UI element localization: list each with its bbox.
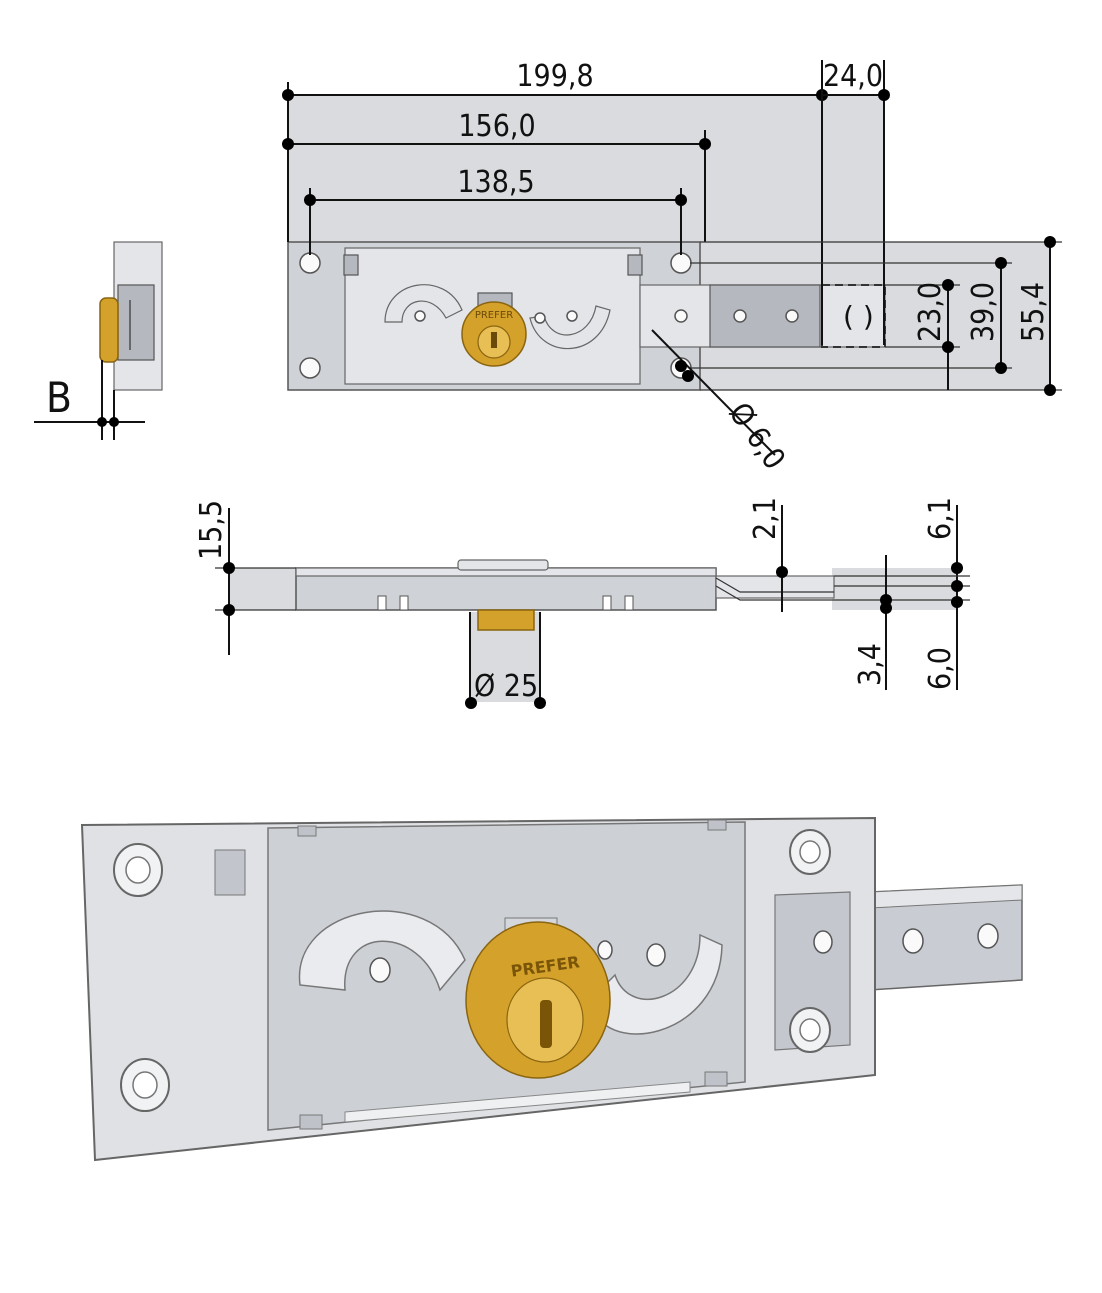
front-view: ( ) PREFER 199,8 24,0 bbox=[282, 59, 1062, 476]
dim-dot bbox=[1044, 384, 1056, 396]
render-cam-left bbox=[298, 910, 466, 992]
dim-dot bbox=[995, 362, 1007, 374]
side-view: B bbox=[34, 241, 163, 440]
dim-dot bbox=[995, 257, 1007, 269]
side-cylinder bbox=[99, 297, 119, 363]
render-cam-hole bbox=[597, 940, 613, 960]
render-bolt-hole bbox=[977, 923, 999, 949]
bottom-cover bbox=[457, 559, 549, 571]
render-keyway bbox=[540, 1000, 552, 1048]
render-cam-right bbox=[589, 933, 723, 1035]
dim-dot bbox=[699, 138, 711, 150]
dim-length-156: 156,0 bbox=[458, 109, 535, 144]
dim-dot bbox=[97, 417, 107, 427]
notch bbox=[602, 595, 612, 611]
lock-render: PREFER bbox=[80, 816, 1023, 1162]
side-mechanism bbox=[117, 284, 155, 361]
render-cam-hole bbox=[369, 957, 391, 983]
dim-bolt-extension: 24,0 bbox=[823, 59, 883, 94]
render-rail bbox=[344, 1081, 691, 1123]
dim-background-panel bbox=[288, 95, 884, 243]
render-cam-hole bbox=[646, 943, 666, 967]
dim-6-1: 6,1 bbox=[923, 497, 958, 540]
dim-dot bbox=[465, 697, 477, 709]
dim-cylinder-diameter: Ø 25 bbox=[474, 669, 538, 704]
render-hole-inner bbox=[132, 1071, 158, 1099]
dim-height-39: 39,0 bbox=[966, 282, 1001, 342]
front-brand: PREFER bbox=[475, 310, 513, 321]
cam-hole bbox=[534, 312, 546, 324]
dim-dot bbox=[682, 370, 694, 382]
render-tab bbox=[707, 819, 727, 831]
dim-hole-spacing: 138,5 bbox=[457, 165, 534, 200]
dim-dot bbox=[282, 138, 294, 150]
notch bbox=[377, 595, 387, 611]
render-tab bbox=[704, 1071, 728, 1087]
render-housing-hole bbox=[813, 930, 833, 954]
bolt-hole bbox=[733, 309, 747, 323]
notch bbox=[624, 595, 634, 611]
mount-hole-top-left bbox=[299, 252, 321, 274]
bolt-hole bbox=[785, 309, 799, 323]
dim-overall-length: 199,8 bbox=[516, 59, 593, 94]
cam-hole bbox=[566, 310, 578, 322]
b-label: B bbox=[46, 373, 72, 422]
render-bolt-hole bbox=[902, 928, 924, 954]
dim-background-right bbox=[832, 568, 957, 610]
front-bolt-slot bbox=[709, 284, 821, 348]
dim-dot bbox=[304, 194, 316, 206]
render-tab bbox=[214, 849, 246, 896]
cam-arc-right bbox=[529, 305, 611, 350]
dim-dot bbox=[223, 604, 235, 616]
notch bbox=[399, 595, 409, 611]
dim-dot bbox=[776, 566, 788, 578]
render-bolt-housing bbox=[774, 891, 851, 1051]
dim-dot bbox=[282, 89, 294, 101]
dim-dot bbox=[880, 602, 892, 614]
cam-arc-left bbox=[384, 284, 463, 323]
dim-dot bbox=[878, 89, 890, 101]
render-hole-inner bbox=[799, 1018, 821, 1042]
dim-dot bbox=[951, 580, 963, 592]
bolt-bend bbox=[715, 577, 834, 593]
dim-dot bbox=[223, 562, 235, 574]
dim-height-55: 55,4 bbox=[1016, 282, 1051, 342]
bolt-hole bbox=[674, 309, 688, 323]
dim-dot bbox=[675, 194, 687, 206]
leader-hole-diameter bbox=[651, 329, 776, 456]
bottom-bolt bbox=[715, 575, 835, 599]
dim-dot bbox=[951, 562, 963, 574]
bottom-view: 15,5 2,1 6,1 3,4 6,0 Ø 25 bbox=[194, 497, 970, 709]
dim-dot bbox=[109, 417, 119, 427]
mount-hole-bottom-left bbox=[299, 357, 321, 379]
dim-background-left bbox=[230, 568, 296, 610]
dim-height-23: 23,0 bbox=[913, 282, 948, 342]
render-hole-inner bbox=[125, 856, 151, 884]
render-hole-inner bbox=[799, 840, 821, 864]
dim-hole-diameter: Ø 6,0 bbox=[721, 397, 791, 477]
render-tab bbox=[299, 1114, 323, 1130]
tab bbox=[343, 254, 359, 276]
dim-thickness: 15,5 bbox=[194, 500, 229, 560]
dim-3-4: 3,4 bbox=[853, 643, 888, 686]
bolt-bend bbox=[715, 585, 834, 601]
dim-dot bbox=[951, 596, 963, 608]
bolt-marker: ( ) bbox=[843, 300, 874, 333]
dim-dot bbox=[675, 360, 687, 372]
mount-hole-top-right bbox=[670, 252, 692, 274]
dim-dot bbox=[942, 341, 954, 353]
cam-hole bbox=[414, 310, 426, 322]
keyway bbox=[491, 332, 497, 348]
dim-dot bbox=[534, 697, 546, 709]
dim-dot bbox=[1044, 236, 1056, 248]
dim-2-1: 2,1 bbox=[748, 497, 783, 540]
bottom-cylinder bbox=[477, 609, 535, 631]
dim-dot bbox=[942, 279, 954, 291]
tab bbox=[627, 254, 643, 276]
dim-6-0: 6,0 bbox=[923, 647, 958, 690]
render-tab bbox=[297, 825, 317, 837]
